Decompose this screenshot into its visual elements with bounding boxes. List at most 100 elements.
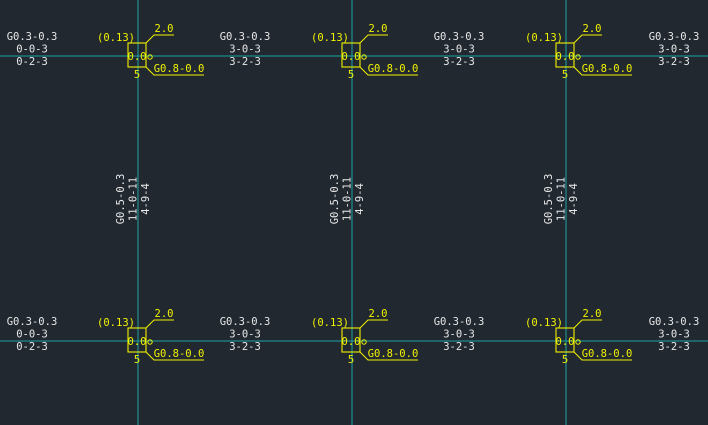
column-marker-circle [147, 339, 153, 345]
column-top-label: 2.0 [583, 23, 602, 35]
column-marker-circle [361, 339, 367, 345]
beam-label-line: 0-2-3 [16, 56, 48, 68]
beam-label-line: G0.5-0.3 [543, 174, 555, 225]
beam-label-line: 11-0-11 [342, 177, 354, 221]
beam-label-line: 0-2-3 [16, 341, 48, 353]
column-leader-bottom [573, 351, 632, 361]
column-leader-top [359, 319, 388, 329]
beam-label-line: 3-0-3 [658, 329, 690, 341]
column-symbol: 0.0 (0.13) 2.0 5 G0.8-0.0 [525, 23, 632, 81]
beam-label-line: 3-0-3 [229, 329, 261, 341]
column-bottom-label: G0.8-0.0 [368, 348, 419, 360]
column-box-text: 0.0 [342, 336, 361, 348]
column-elevation-label: (0.13) [97, 317, 135, 329]
column-elevation-label: (0.13) [525, 32, 563, 44]
column-leader-top [145, 319, 174, 329]
column-bottom-label: G0.8-0.0 [154, 63, 205, 75]
column-leader-top [145, 34, 174, 44]
beam-label-horizontal: G0.3-0.33-0-33-2-3 [220, 316, 271, 353]
beam-label-line: G0.3-0.3 [220, 316, 271, 328]
column-below-label: 5 [348, 69, 354, 81]
beam-label-line: 3-0-3 [443, 44, 475, 56]
column-box-text: 0.0 [128, 336, 147, 348]
column-box [341, 42, 361, 68]
column-leader-bottom [573, 66, 632, 76]
beam-label-line: G0.3-0.3 [7, 31, 58, 43]
column-leader-bottom [359, 66, 418, 76]
beam-label-line: 4-9-4 [140, 183, 152, 215]
column-below-label: 5 [562, 354, 568, 366]
column-box-text: 0.0 [342, 51, 361, 63]
column-leader-bottom [359, 351, 418, 361]
column-top-label: 2.0 [155, 23, 174, 35]
column-box [127, 42, 147, 68]
column-below-label: 5 [562, 69, 568, 81]
beam-label-line: 3-0-3 [443, 329, 475, 341]
beam-label-horizontal: G0.3-0.33-0-33-2-3 [434, 31, 485, 68]
beam-label-line: G0.3-0.3 [7, 316, 58, 328]
beam-label-line: 3-2-3 [229, 341, 261, 353]
column-box [341, 327, 361, 353]
column-box [127, 327, 147, 353]
beam-label-horizontal: G0.3-0.33-0-33-2-3 [649, 31, 700, 68]
column-elevation-label: (0.13) [97, 32, 135, 44]
beam-label-line: G0.3-0.3 [434, 316, 485, 328]
column-symbol: 0.0 (0.13) 2.0 5 G0.8-0.0 [97, 23, 204, 81]
beam-label-line: 3-2-3 [229, 56, 261, 68]
beam-label-horizontal: G0.3-0.30-0-30-2-3 [7, 31, 58, 68]
beam-label-horizontal: G0.3-0.30-0-30-2-3 [7, 316, 58, 353]
beam-label-line: 3-2-3 [443, 56, 475, 68]
beam-label-line: G0.3-0.3 [220, 31, 271, 43]
beam-label-horizontal: G0.3-0.33-0-33-2-3 [649, 316, 700, 353]
column-leader-bottom [145, 66, 204, 76]
column-leader-top [573, 319, 602, 329]
column-below-label: 5 [348, 354, 354, 366]
column-elevation-label: (0.13) [311, 32, 349, 44]
column-elevation-label: (0.13) [525, 317, 563, 329]
beam-label-horizontal: G0.3-0.33-0-33-2-3 [434, 316, 485, 353]
column-top-label: 2.0 [369, 23, 388, 35]
column-marker-circle [575, 54, 581, 60]
column-bottom-label: G0.8-0.0 [582, 63, 633, 75]
column-marker-circle [361, 54, 367, 60]
column-box-text: 0.0 [128, 51, 147, 63]
beam-label-line: 0-0-3 [16, 329, 48, 341]
column-box-text: 0.0 [556, 51, 575, 63]
column-symbol: 0.0 (0.13) 2.0 5 G0.8-0.0 [311, 308, 418, 366]
beam-label-line: 0-0-3 [16, 44, 48, 56]
column-top-label: 2.0 [369, 308, 388, 320]
beam-label-horizontal: G0.3-0.33-0-33-2-3 [220, 31, 271, 68]
beam-label-line: 3-2-3 [443, 341, 475, 353]
column-top-label: 2.0 [155, 308, 174, 320]
beam-label-line: 3-2-3 [658, 56, 690, 68]
beam-label-line: 4-9-4 [354, 183, 366, 215]
column-bottom-label: G0.8-0.0 [154, 348, 205, 360]
beam-label-line: 4-9-4 [568, 183, 580, 215]
beam-label-line: G0.5-0.3 [329, 174, 341, 225]
column-box [555, 42, 575, 68]
column-bottom-label: G0.8-0.0 [582, 348, 633, 360]
beam-label-line: G0.3-0.3 [649, 31, 700, 43]
column-below-label: 5 [134, 69, 140, 81]
beam-label-line: G0.3-0.3 [434, 31, 485, 43]
column-elevation-label: (0.13) [311, 317, 349, 329]
beam-label-line: G0.3-0.3 [649, 316, 700, 328]
horizontal-beam-labels: G0.3-0.30-0-30-2-3G0.3-0.33-0-33-2-3G0.3… [7, 31, 700, 353]
column-below-label: 5 [134, 354, 140, 366]
column-symbol: 0.0 (0.13) 2.0 5 G0.8-0.0 [97, 308, 204, 366]
column-top-label: 2.0 [583, 308, 602, 320]
beam-label-line: 3-0-3 [229, 44, 261, 56]
column-marker-circle [147, 54, 153, 60]
column-marker-circle [575, 339, 581, 345]
column-bottom-label: G0.8-0.0 [368, 63, 419, 75]
column-box [555, 327, 575, 353]
column-leader-top [573, 34, 602, 44]
